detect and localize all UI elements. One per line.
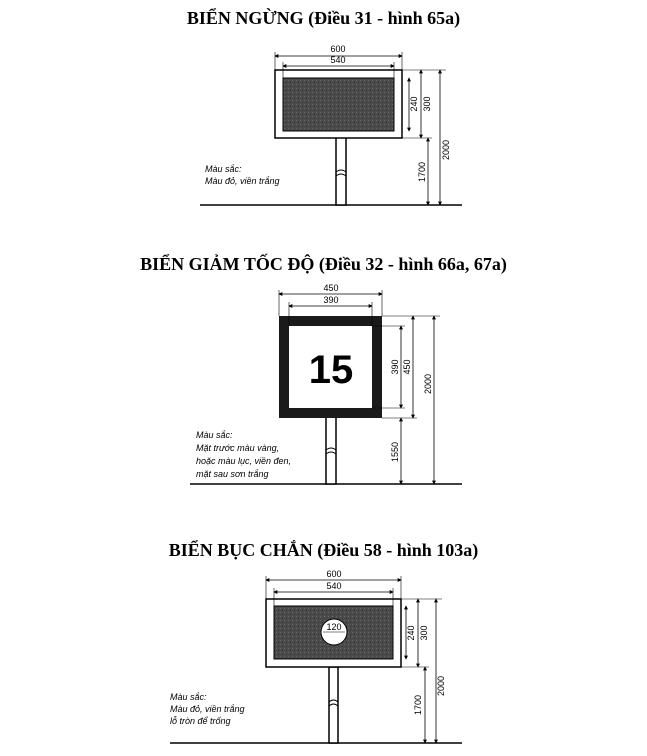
sign-inner-face	[289, 326, 372, 408]
dim-inner-width: 540	[326, 581, 341, 591]
dim-inner-width: 390	[323, 295, 338, 305]
speed-sign-group: 15 450 390 390 450 2000 1550 Màu sắc: Mặ…	[190, 283, 462, 485]
dim-outer-height: 300	[419, 625, 429, 640]
dim-post-height: 1700	[413, 695, 423, 715]
dim-outer-width: 600	[326, 569, 341, 579]
stop-sign-group: 600 540 240 300 2000 1700 Màu sắc: Màu đ…	[200, 44, 462, 206]
sign-red-panel	[282, 77, 395, 132]
post-break	[328, 699, 339, 707]
buffer-sign-group: 120 600 540 240 300 2000 1700 Màu sắc: M…	[170, 569, 462, 744]
color-note-line: Màu sắc:	[205, 164, 242, 174]
color-note-line: Mặt trước màu vàng,	[196, 443, 279, 453]
dim-total-height: 2000	[441, 140, 451, 160]
color-note-line: Màu đỏ, viền trắng	[170, 704, 245, 714]
dim-inner-height: 240	[406, 625, 416, 640]
dim-post-height: 1700	[417, 162, 427, 182]
color-note-line: mặt sau sơn trắng	[196, 469, 268, 479]
post-break	[325, 447, 337, 455]
dim-total-height: 2000	[423, 374, 433, 394]
dim-outer-width: 450	[323, 283, 338, 293]
dim-inner-width: 540	[330, 55, 345, 65]
color-note-line: Màu sắc:	[196, 430, 233, 440]
post-break	[335, 169, 347, 177]
color-note-line: Màu sắc:	[170, 692, 207, 702]
dim-outer-width: 600	[330, 44, 345, 54]
stop-sign-title: BIỂN NGỪNG (Điều 31 - hình 65a)	[186, 8, 461, 28]
dim-inner-height: 390	[390, 359, 400, 374]
color-note-line: hoặc màu lục, viền đen,	[196, 456, 291, 466]
color-note-line: lỗ tròn để trống	[170, 716, 231, 726]
sign-post	[325, 416, 337, 485]
hole-diameter-label: 120	[326, 622, 341, 632]
dim-inner-height: 240	[409, 96, 419, 111]
dim-total-height: 2000	[436, 676, 446, 696]
dim-outer-height: 300	[422, 96, 432, 111]
color-note-line: Màu đỏ, viền trắng	[205, 176, 280, 186]
dim-outer-height: 450	[402, 359, 412, 374]
buffer-sign-title: BIỂN BỤC CHẮN (Điều 58 - hình 103a)	[168, 540, 479, 560]
speed-number: 15	[309, 348, 354, 392]
dim-post-height: 1550	[390, 442, 400, 462]
speed-sign-title: BIỂN GIẢM TỐC ĐỘ (Điều 32 - hình 66a, 67…	[140, 254, 507, 274]
